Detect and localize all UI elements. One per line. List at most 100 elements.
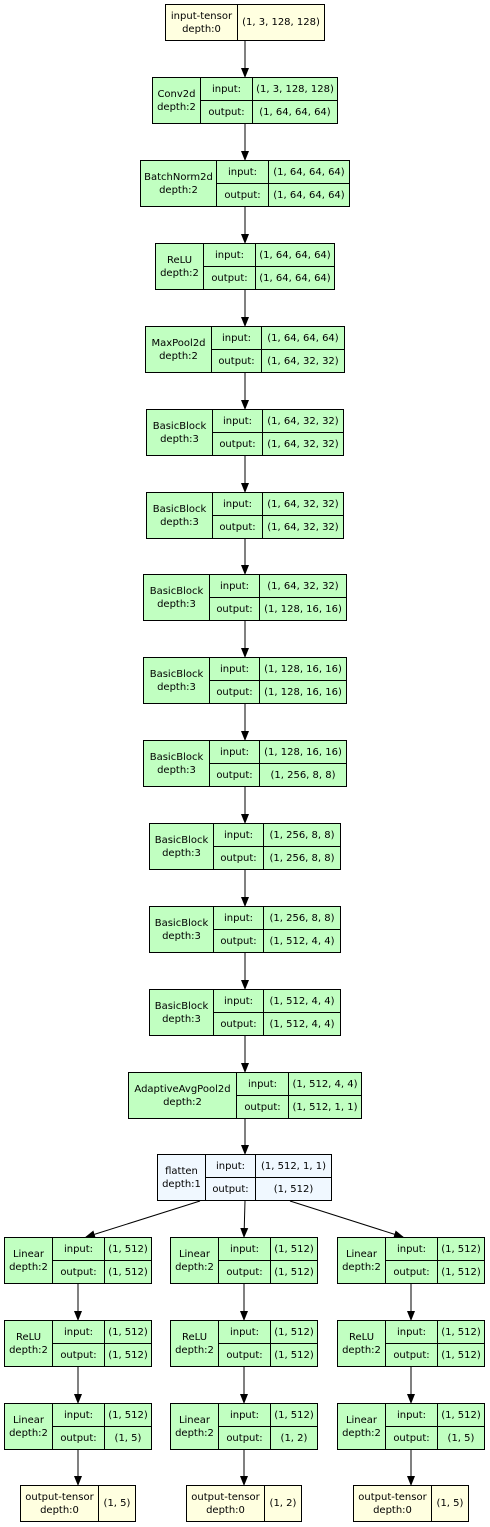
layer-name: BasicBlock	[152, 420, 207, 432]
output-label: output:	[212, 1183, 249, 1195]
io-value-column: (1, 64, 32, 32)(1, 128, 16, 16)	[260, 575, 346, 620]
input-label: input:	[213, 410, 262, 433]
layer-depth: depth:2	[342, 1427, 381, 1439]
output-shape: (1, 5)	[447, 1432, 475, 1444]
layer-depth: depth:3	[157, 598, 196, 610]
input-shape: (1, 512)	[271, 1404, 317, 1427]
input-label: input:	[219, 1404, 270, 1427]
input-label: input:	[204, 244, 255, 267]
output-shape: (1, 512)	[441, 1349, 481, 1361]
io-value-column: (1, 128, 16, 16)(1, 128, 16, 16)	[260, 658, 346, 703]
tensor-depth: depth:0	[182, 23, 221, 35]
io-value-column: (1, 512)(1, 5)	[438, 1404, 484, 1449]
output-shape: (1, 256, 8, 8)	[270, 769, 336, 781]
io-label-column: input:output:	[204, 244, 256, 289]
output-label: output:	[216, 769, 253, 781]
input-shape: (1, 64, 64, 64)	[256, 244, 334, 267]
io-value-column: (1, 3, 128, 128)(1, 64, 64, 64)	[253, 78, 337, 123]
layer-name: BasicBlock	[149, 751, 204, 763]
layer-name: ReLU	[348, 1331, 375, 1343]
output-label: output:	[224, 189, 261, 201]
layer-name: ReLU	[166, 254, 193, 266]
layer-depth: depth:2	[175, 1344, 214, 1356]
io-value-column: (1, 512, 4, 4)(1, 512, 1, 1)	[289, 1073, 361, 1118]
output-label: output:	[393, 1349, 430, 1361]
input-label: input:	[206, 1155, 255, 1178]
output-shape: (1, 64, 64, 64)	[259, 272, 331, 284]
layer-name: BasicBlock	[154, 834, 209, 846]
io-label-column: input:output:	[210, 658, 260, 703]
io-value-column: (1, 256, 8, 8)(1, 256, 8, 8)	[264, 824, 340, 869]
tensor-name: input-tensor	[170, 10, 233, 22]
input-label: input:	[53, 1321, 104, 1344]
tensor-name: output-tensor	[358, 1491, 427, 1503]
layer-depth: depth:2	[9, 1261, 48, 1273]
input-shape: (1, 512)	[438, 1321, 484, 1344]
layer-name: Linear	[345, 1414, 378, 1426]
output-shape: (1, 512)	[274, 1349, 314, 1361]
io-value-column: (1, 512, 4, 4)(1, 512, 4, 4)	[264, 990, 340, 1035]
io-label-column: input: output:	[53, 1321, 105, 1366]
io-label-column: input:output:	[201, 78, 253, 123]
input-label: input:	[210, 741, 259, 764]
output-label: output:	[226, 1266, 263, 1278]
output-shape: (1, 512)	[274, 1266, 314, 1278]
layer-depth: depth:2	[163, 1096, 202, 1108]
io-label-column: input:output:	[214, 907, 264, 952]
output-shape: (1, 512)	[273, 1183, 314, 1195]
layer-name: Linear	[12, 1414, 45, 1426]
input-shape: (1, 256, 8, 8)	[264, 907, 340, 930]
edge-arrow	[240, 1200, 249, 1238]
layer-name: BasicBlock	[152, 503, 207, 515]
input-label: input:	[213, 493, 262, 516]
output-label: output:	[60, 1349, 97, 1361]
layer-name: Linear	[345, 1248, 378, 1260]
edge-arrow	[289, 1200, 404, 1239]
output-shape: (1, 512)	[108, 1349, 148, 1361]
output-label: output:	[220, 1018, 257, 1030]
layer-depth: depth:2	[157, 101, 196, 113]
io-label-column: input:output:	[237, 1073, 289, 1118]
input-label: input:	[219, 1321, 270, 1344]
io-label-column: input:output:	[53, 1404, 105, 1449]
layer-depth: depth:2	[160, 267, 199, 279]
layer-name: Linear	[178, 1248, 211, 1260]
input-label: input:	[217, 161, 268, 184]
output-label: output:	[219, 438, 256, 450]
output-shape: (1, 512)	[441, 1266, 481, 1278]
